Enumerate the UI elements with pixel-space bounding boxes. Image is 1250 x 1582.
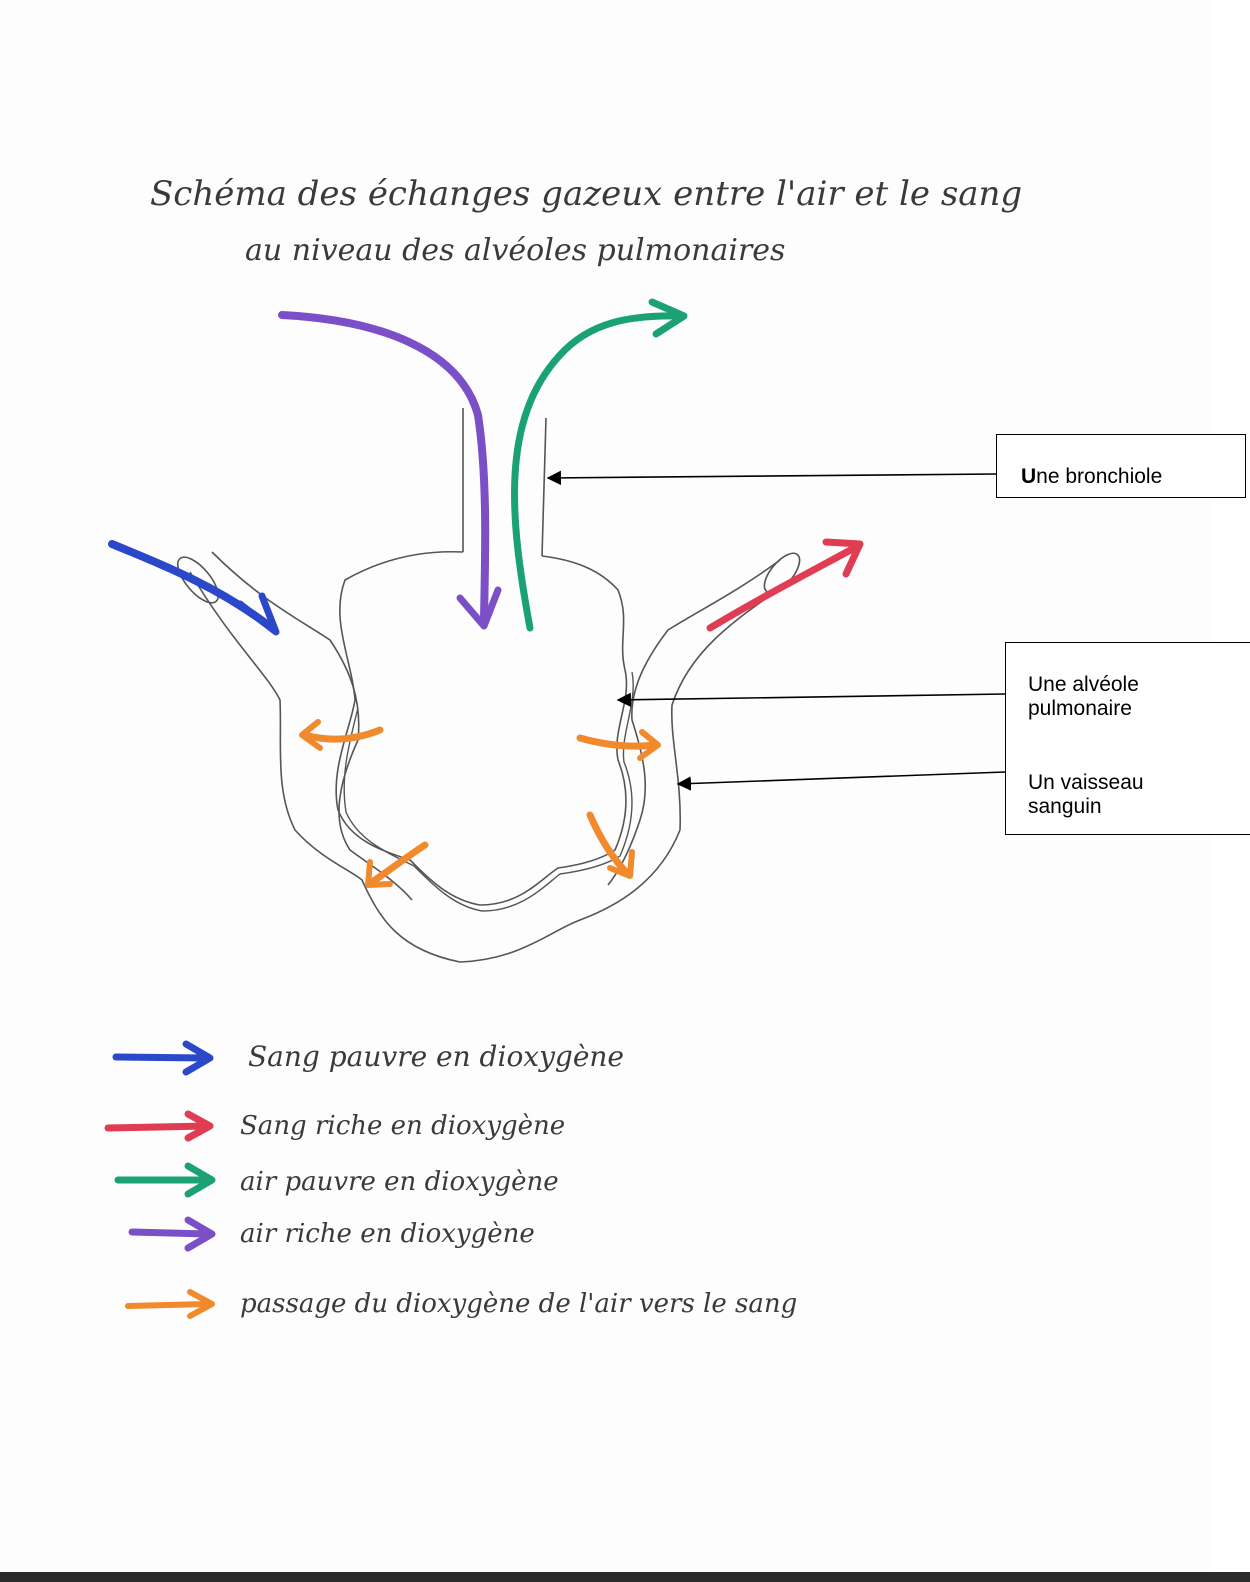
legend-label-purple: air riche en dioxygène: [240, 1219, 535, 1249]
alveole-label-line1: Une alvéole: [1028, 673, 1139, 696]
label-box-bronchiole: Une bronchiole: [996, 434, 1246, 498]
legend-arrow-purple: [128, 1216, 216, 1252]
legend-label-blue: Sang pauvre en dioxygène: [248, 1040, 624, 1073]
legend-label-green: air pauvre en dioxygène: [240, 1167, 559, 1197]
blood-vessel-inner-wall-right: [607, 559, 781, 886]
vaisseau-label-line1: Un vaisseau: [1028, 771, 1144, 794]
legend-arrow-red: [104, 1110, 214, 1142]
pointer-alveole: [616, 692, 1006, 707]
o2-exchange-arrow-left-lower: [365, 841, 429, 888]
blood-vessel-outer-wall: [189, 571, 786, 963]
sang-pauvre-arrow: [108, 540, 280, 636]
bronchiole-label-initial: U: [1021, 465, 1037, 488]
alveole-wall-outer: [335, 550, 628, 906]
scan-edge-bottom: [0, 1572, 1250, 1582]
air-riche-arrow: [278, 311, 502, 630]
alveole-wall-inner: [343, 671, 634, 912]
air-pauvre-arrow: [511, 298, 688, 632]
o2-exchange-arrow-left-upper: [299, 719, 384, 751]
bronchiole-label-rest: ne bronchiole: [1036, 465, 1163, 488]
label-box-vaisseau: Un vaisseau sanguin: [1005, 741, 1250, 835]
legend-label-orange: passage du dioxygène de l'air vers le sa…: [240, 1289, 797, 1319]
legend-arrow-blue: [112, 1040, 214, 1076]
bronchiole-wall-right: [541, 417, 547, 557]
o2-exchange-arrow-right-upper: [576, 729, 661, 761]
pointer-bronchiole: [546, 470, 997, 486]
vessel-opening-left: [176, 556, 220, 604]
o2-exchange-arrow-right-lower: [586, 811, 635, 879]
vaisseau-label-line2: sanguin: [1028, 795, 1102, 818]
sang-riche-arrow: [706, 538, 864, 632]
diagram-title-line2: au niveau des alvéoles pulmonaires: [245, 233, 785, 268]
diagram-title-line1: Schéma des échanges gazeux entre l'air e…: [150, 174, 1022, 214]
pointer-vaisseau: [676, 771, 1006, 791]
label-box-alveole: Une alvéole pulmonaire: [1005, 642, 1250, 742]
legend-label-red: Sang riche en dioxygène: [240, 1111, 565, 1141]
alveole-label-line2: pulmonaire: [1028, 697, 1132, 720]
legend-arrow-green: [114, 1162, 216, 1198]
legend-arrow-orange: [125, 1289, 215, 1319]
